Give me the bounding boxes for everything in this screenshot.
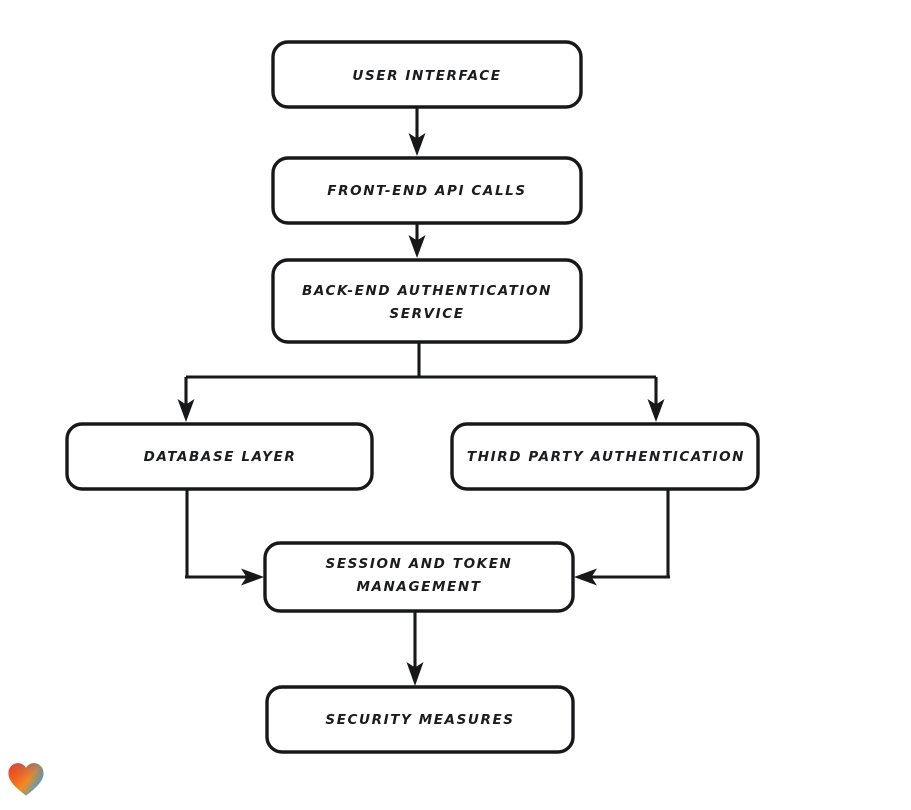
edge-api-to-backend — [408, 223, 426, 258]
heart-icon-overlay — [8, 763, 44, 796]
node-front-end-api-calls-shape[interactable] — [271, 156, 583, 225]
node-third-party-authentication-shape[interactable] — [450, 422, 760, 491]
node-back-end-authentication-service-label-line1: BACK-END AUTHENTICATION — [302, 283, 552, 299]
node-database-layer-shape[interactable] — [65, 422, 374, 491]
node-user-interface-shape[interactable] — [271, 40, 583, 109]
edge-session-to-security — [406, 611, 424, 686]
heart-icon — [8, 763, 44, 796]
node-session-and-token-management-label-line1: SESSION AND TOKEN — [326, 556, 513, 572]
node-back-end-authentication-service-shape[interactable] — [271, 258, 583, 344]
edge-thirdparty-to-session — [574, 489, 670, 586]
edge-database-to-session — [185, 489, 264, 586]
node-user-interface[interactable]: USER INTERFACE — [271, 40, 583, 109]
node-front-end-api-calls[interactable]: FRONT-END API CALLS — [271, 156, 583, 225]
edge-ui-to-api — [408, 107, 426, 156]
edge-backend-to-database — [177, 377, 195, 422]
node-front-end-api-calls-label: FRONT-END API CALLS — [327, 183, 526, 199]
node-security-measures-shape[interactable] — [265, 685, 575, 754]
node-third-party-authentication[interactable]: THIRD PARTY AUTHENTICATION — [450, 422, 760, 491]
node-back-end-authentication-service[interactable]: BACK-END AUTHENTICATION SERVICE — [271, 258, 583, 344]
edge-backend-split-bus — [186, 342, 656, 379]
edge-backend-to-thirdparty — [647, 377, 665, 422]
node-session-and-token-management-shape[interactable] — [263, 541, 575, 613]
node-security-measures[interactable]: SECURITY MEASURES — [265, 685, 575, 754]
node-third-party-authentication-label: THIRD PARTY AUTHENTICATION — [467, 449, 745, 465]
node-database-layer[interactable]: DATABASE LAYER — [65, 422, 374, 491]
node-back-end-authentication-service-label-line2: SERVICE — [389, 306, 464, 322]
edge-group — [177, 107, 670, 686]
node-session-and-token-management[interactable]: SESSION AND TOKEN MANAGEMENT — [263, 541, 575, 613]
node-database-layer-label: DATABASE LAYER — [144, 449, 297, 465]
node-user-interface-label: USER INTERFACE — [352, 68, 501, 84]
node-session-and-token-management-label-line2: MANAGEMENT — [356, 579, 481, 595]
node-security-measures-label: SECURITY MEASURES — [325, 712, 514, 728]
